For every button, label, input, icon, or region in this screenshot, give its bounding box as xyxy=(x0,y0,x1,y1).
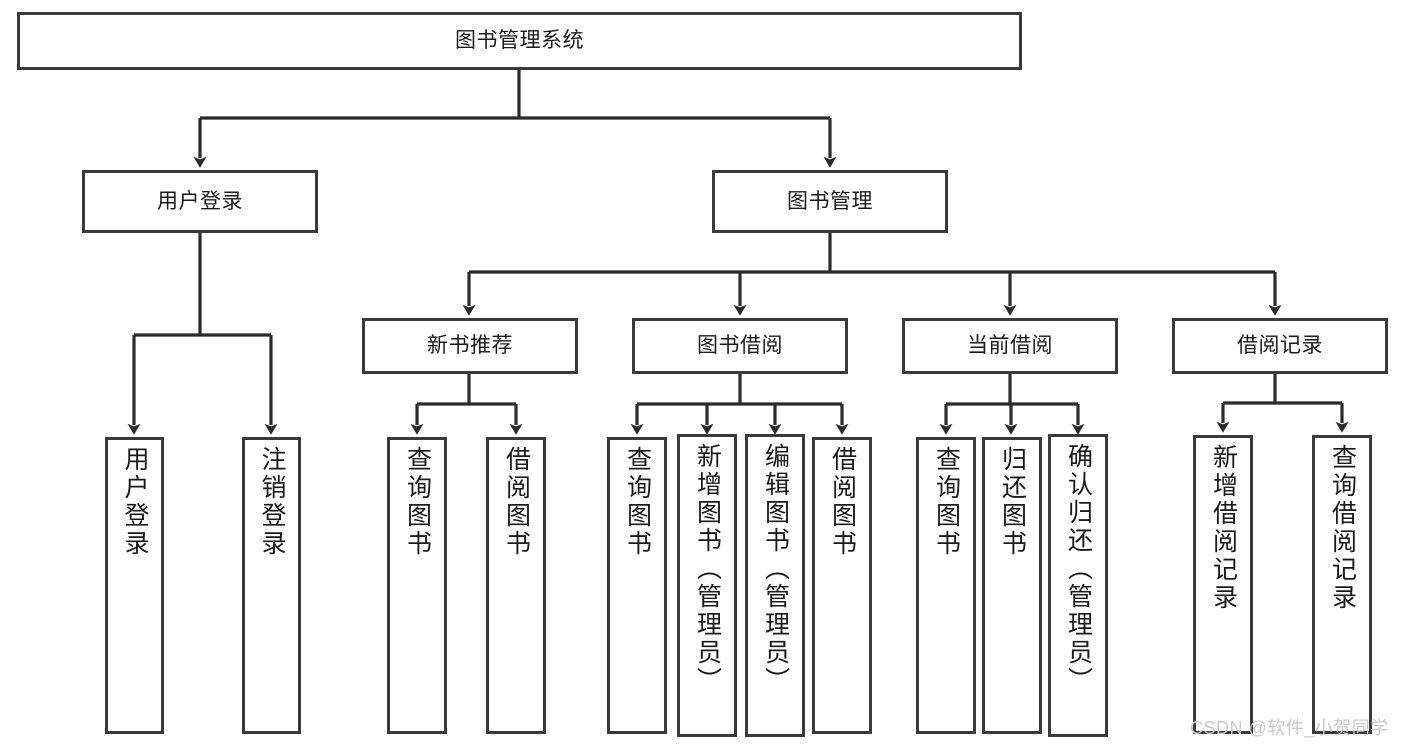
node-current-borrow-label: 当前借阅 xyxy=(967,334,1053,358)
node-leaf-add-book[interactable]: 新增图书（管理员） xyxy=(677,434,737,737)
node-book-manage[interactable]: 图书管理 xyxy=(712,170,948,233)
node-leaf-user-login-label: 用户登录 xyxy=(121,446,149,558)
node-leaf-query-record[interactable]: 查询借阅记录 xyxy=(1312,435,1372,734)
node-leaf-query-book-1-label: 查询图书 xyxy=(403,446,432,558)
node-leaf-add-book-label: 新增图书（管理员） xyxy=(693,443,722,695)
node-leaf-query-book-3-label: 查询图书 xyxy=(932,446,961,558)
node-leaf-confirm-return-label: 确认归还（管理员） xyxy=(1064,443,1093,695)
node-root[interactable]: 图书管理系统 xyxy=(17,12,1022,70)
node-leaf-query-book-2[interactable]: 查询图书 xyxy=(607,437,667,734)
node-leaf-query-book-3[interactable]: 查询图书 xyxy=(916,437,976,734)
node-new-book-recommend-label: 新书推荐 xyxy=(427,334,513,358)
node-leaf-user-login[interactable]: 用户登录 xyxy=(105,437,164,734)
node-root-label: 图书管理系统 xyxy=(455,29,584,53)
node-leaf-add-record-label: 新增借阅记录 xyxy=(1209,444,1238,612)
node-book-borrow[interactable]: 图书借阅 xyxy=(632,318,848,374)
node-new-book-recommend[interactable]: 新书推荐 xyxy=(362,318,578,374)
node-leaf-borrow-book-1[interactable]: 借阅图书 xyxy=(486,437,546,734)
node-leaf-confirm-return[interactable]: 确认归还（管理员） xyxy=(1048,434,1108,737)
node-leaf-add-record[interactable]: 新增借阅记录 xyxy=(1193,435,1253,734)
node-leaf-edit-book-label: 编辑图书（管理员） xyxy=(761,443,790,695)
node-leaf-user-logout-label: 注销登录 xyxy=(258,446,286,558)
node-leaf-borrow-book-2-label: 借阅图书 xyxy=(828,446,857,558)
node-borrow-record-label: 借阅记录 xyxy=(1237,334,1323,358)
node-user-login[interactable]: 用户登录 xyxy=(82,170,318,233)
node-leaf-edit-book[interactable]: 编辑图书（管理员） xyxy=(745,434,805,737)
node-leaf-return-book-label: 归还图书 xyxy=(998,446,1027,558)
csdn-watermark: CSDN @软件_小贺同学 xyxy=(1190,718,1389,738)
node-leaf-return-book[interactable]: 归还图书 xyxy=(982,437,1042,734)
node-leaf-borrow-book-2[interactable]: 借阅图书 xyxy=(812,437,872,734)
node-current-borrow[interactable]: 当前借阅 xyxy=(902,318,1118,374)
node-leaf-user-logout[interactable]: 注销登录 xyxy=(242,437,301,734)
node-leaf-query-record-label: 查询借阅记录 xyxy=(1328,444,1357,612)
node-book-manage-label: 图书管理 xyxy=(787,189,873,213)
node-book-borrow-label: 图书借阅 xyxy=(697,334,783,358)
node-leaf-query-book-2-label: 查询图书 xyxy=(623,446,652,558)
node-user-login-label: 用户登录 xyxy=(157,189,243,213)
node-leaf-borrow-book-1-label: 借阅图书 xyxy=(502,446,531,558)
node-leaf-query-book-1[interactable]: 查询图书 xyxy=(387,437,447,734)
node-borrow-record[interactable]: 借阅记录 xyxy=(1172,318,1388,374)
